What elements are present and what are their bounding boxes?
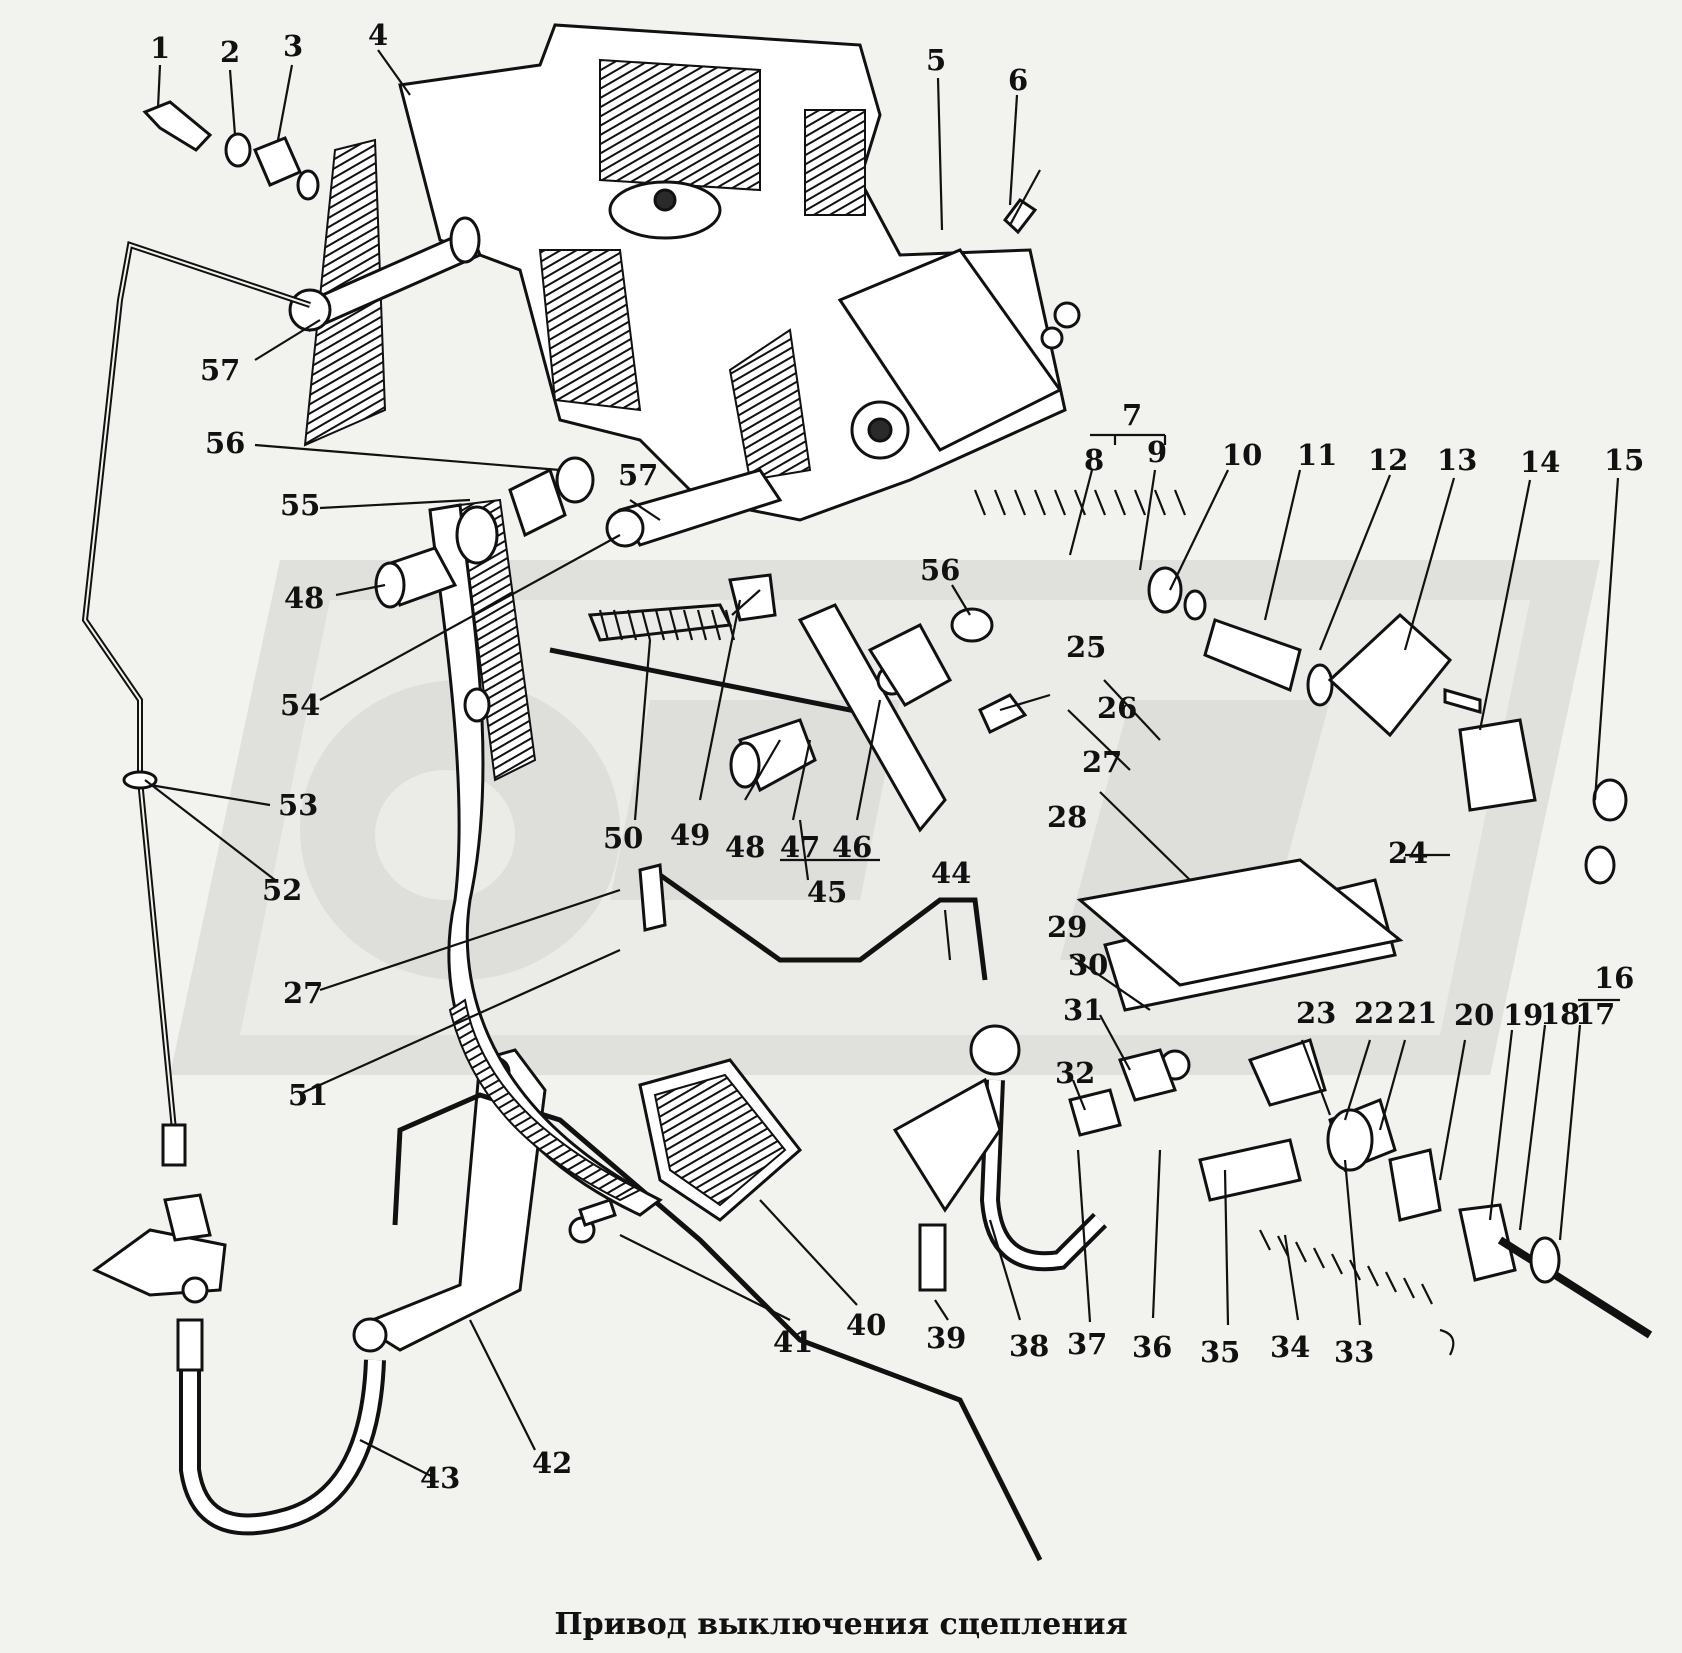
label-37: 37 — [1067, 1327, 1107, 1361]
label-48-left: 48 — [284, 581, 324, 615]
label-46: 46 — [832, 830, 872, 864]
washer-56-b — [950, 607, 994, 643]
washer-56-a — [555, 456, 595, 504]
label-50: 50 — [603, 821, 643, 855]
label-53: 53 — [278, 788, 318, 822]
bolt-25 — [978, 693, 1028, 735]
pedal-pad-40 — [638, 1058, 803, 1222]
label-10: 10 — [1222, 438, 1262, 472]
label-25: 25 — [1066, 630, 1106, 664]
label-55: 55 — [280, 488, 320, 522]
bolt-1 — [142, 100, 213, 152]
label-17: 17 — [1575, 997, 1615, 1031]
label-28: 28 — [1047, 800, 1087, 834]
label-8: 8 — [1084, 443, 1104, 477]
label-42: 42 — [532, 1446, 572, 1480]
label-51: 51 — [288, 1078, 328, 1112]
label-24: 24 — [1388, 836, 1428, 870]
label-19: 19 — [1503, 998, 1543, 1032]
label-30: 30 — [1068, 948, 1108, 982]
label-33: 33 — [1334, 1335, 1374, 1369]
bracket-28 — [1076, 858, 1404, 987]
callout-labels: 1 2 3 4 5 6 7 8 9 10 11 12 13 14 15 16 1… — [150, 18, 1644, 1495]
bushing-48-b — [729, 718, 817, 793]
label-7: 7 — [1122, 398, 1142, 432]
label-20: 20 — [1454, 998, 1494, 1032]
label-9: 9 — [1147, 435, 1167, 469]
label-54: 54 — [280, 688, 320, 722]
pin-27 — [638, 863, 667, 932]
label-11: 11 — [1297, 438, 1337, 472]
label-52: 52 — [262, 873, 302, 907]
label-1: 1 — [150, 31, 170, 65]
label-3: 3 — [283, 29, 303, 63]
diagram-caption: Привод выключения сцепления — [554, 1607, 1128, 1642]
label-2: 2 — [220, 35, 240, 69]
label-27-left: 27 — [283, 976, 323, 1010]
bushing-55-top — [508, 467, 567, 538]
label-36: 36 — [1132, 1330, 1172, 1364]
label-34: 34 — [1270, 1330, 1310, 1364]
label-57-center: 57 — [618, 458, 658, 492]
label-27-right: 27 — [1082, 745, 1122, 779]
pipe-52 — [81, 241, 311, 1167]
washer-2 — [224, 132, 252, 168]
label-18: 18 — [1540, 997, 1580, 1031]
label-45: 45 — [807, 875, 847, 909]
pedal-bracket-housing — [398, 23, 1081, 522]
label-56-left: 56 — [205, 426, 245, 460]
label-22: 22 — [1354, 996, 1394, 1030]
slave-cylinder-assembly — [1068, 878, 1653, 1339]
label-13: 13 — [1437, 443, 1477, 477]
label-44: 44 — [931, 856, 971, 890]
label-6: 6 — [1008, 63, 1028, 97]
label-35: 35 — [1200, 1335, 1240, 1369]
hose-43 — [176, 1318, 386, 1536]
union-3 — [253, 136, 320, 201]
spring-50 — [587, 603, 736, 642]
label-57-left: 57 — [200, 353, 240, 387]
label-4: 4 — [368, 18, 388, 52]
label-31: 31 — [1063, 993, 1103, 1027]
label-48-right: 48 — [725, 830, 765, 864]
label-32: 32 — [1055, 1056, 1095, 1090]
bushing-48-a — [374, 546, 458, 609]
label-23: 23 — [1296, 996, 1336, 1030]
label-56-right: 56 — [920, 553, 960, 587]
bolt-6 — [1002, 169, 1041, 235]
label-40: 40 — [846, 1308, 886, 1342]
pipe-44 — [392, 872, 1043, 1562]
label-21: 21 — [1397, 996, 1437, 1030]
label-14: 14 — [1520, 445, 1560, 479]
bolt-41 — [568, 1198, 617, 1244]
label-15: 15 — [1604, 443, 1644, 477]
tee-bracket-42 — [92, 1048, 547, 1353]
spring-8 — [973, 489, 1187, 516]
label-5: 5 — [926, 43, 946, 77]
label-39: 39 — [926, 1321, 966, 1355]
label-43: 43 — [420, 1461, 460, 1495]
master-cylinder-assembly — [1147, 566, 1628, 885]
label-47: 47 — [780, 830, 820, 864]
label-12: 12 — [1368, 443, 1408, 477]
leader-lines — [144, 49, 1620, 1479]
pushrod-47 — [549, 573, 953, 833]
label-49: 49 — [670, 818, 710, 852]
clutch-pedal-lever-55 — [428, 498, 663, 1217]
hose-38 — [892, 1024, 1108, 1292]
label-26: 26 — [1097, 691, 1137, 725]
label-38: 38 — [1009, 1329, 1049, 1363]
label-41: 41 — [773, 1325, 813, 1359]
label-29: 29 — [1047, 910, 1087, 944]
label-16: 16 — [1594, 961, 1634, 995]
